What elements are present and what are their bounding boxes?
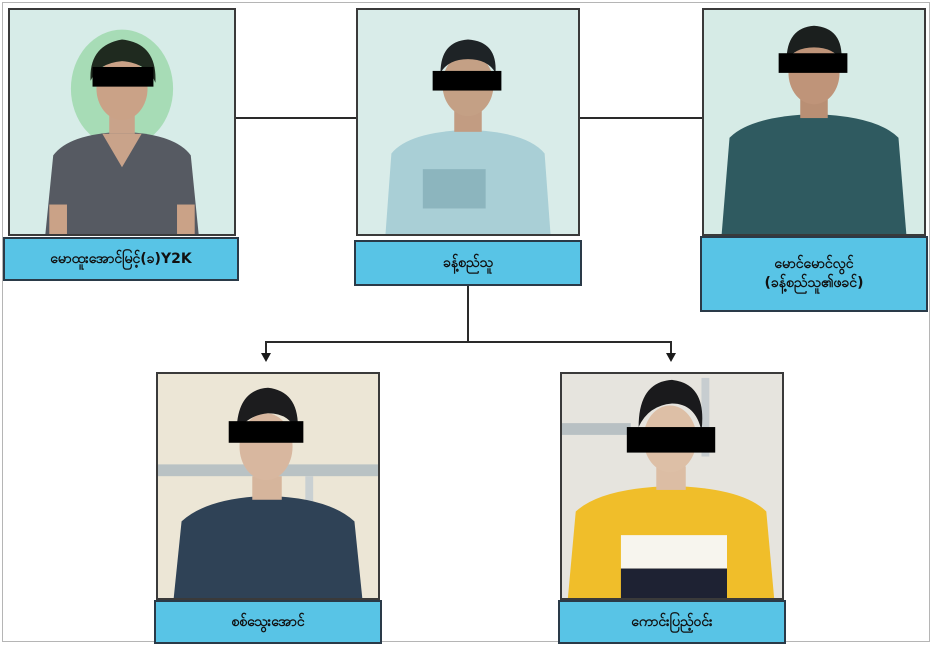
name-label-top-right: မောင်မောင်လွင် (ခန့်စည်သူ၏ဖခင်) <box>700 236 928 312</box>
name-top-left: မောထူးအောင်မြင့်(ခ)Y2K <box>50 250 192 267</box>
censor-bar <box>432 70 502 91</box>
photo-top-right <box>702 8 926 236</box>
photo-top-center <box>356 8 580 236</box>
name-label-bottom-right: ကောင်းပြည့်ဝင်း <box>558 600 786 644</box>
connector-down <box>467 286 469 342</box>
name-bottom-left: စစ်သွေးအောင် <box>231 613 305 630</box>
name-label-top-left: မောထူးအောင်မြင့်(ခ)Y2K <box>3 237 239 281</box>
arrow-down-right-icon <box>666 353 676 362</box>
connector-right <box>580 117 702 119</box>
name-bottom-right: ကောင်းပြည့်ဝင်း <box>631 613 713 630</box>
connector-branch-left <box>265 341 267 353</box>
name-top-right-line1: မောင်မောင်လွင် <box>774 256 854 273</box>
censor-bar <box>228 421 304 443</box>
arrow-down-left-icon <box>261 353 271 362</box>
photo-bottom-left <box>156 372 380 600</box>
name-top-center: ခန့်စည်သူ <box>442 254 494 271</box>
photo-top-left <box>8 8 236 236</box>
censor-bar <box>626 427 716 453</box>
name-label-bottom-left: စစ်သွေးအောင် <box>154 600 382 644</box>
connector-horizontal <box>265 341 672 343</box>
photo-bottom-right <box>560 372 784 600</box>
connector-left <box>235 117 356 119</box>
censor-bar <box>778 53 848 73</box>
censor-bar <box>92 66 154 87</box>
name-top-right-line2: (ခန့်စည်သူ၏ဖခင်) <box>764 275 864 291</box>
connector-branch-right <box>670 341 672 353</box>
name-label-top-center: ခန့်စည်သူ <box>354 240 582 286</box>
